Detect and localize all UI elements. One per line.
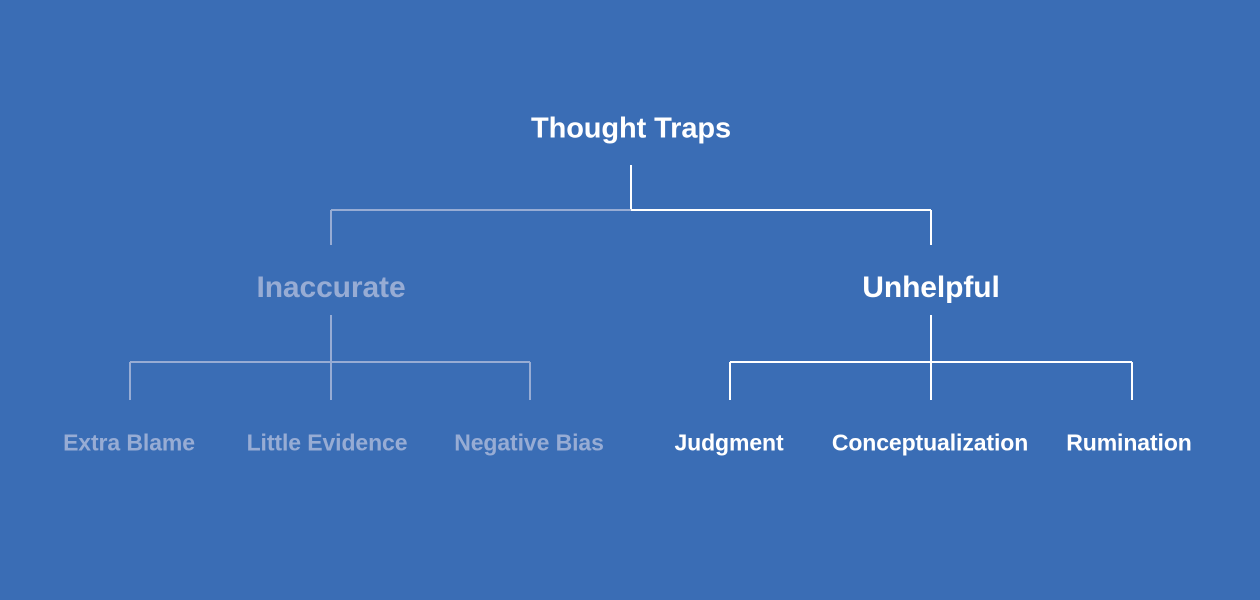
node-rumination[interactable]: Rumination [1066, 429, 1192, 456]
node-unhelpful[interactable]: Unhelpful [862, 271, 1000, 304]
node-judgment[interactable]: Judgment [674, 429, 784, 456]
node-conceptualization[interactable]: Conceptualization [831, 429, 1029, 456]
node-negative-bias[interactable]: Negative Bias [454, 429, 604, 456]
node-inaccurate[interactable]: Inaccurate [256, 271, 406, 304]
node-thought-traps[interactable]: Thought Traps [530, 112, 732, 145]
node-little-evidence[interactable]: Little Evidence [246, 429, 408, 456]
node-extra-blame[interactable]: Extra Blame [63, 429, 195, 456]
